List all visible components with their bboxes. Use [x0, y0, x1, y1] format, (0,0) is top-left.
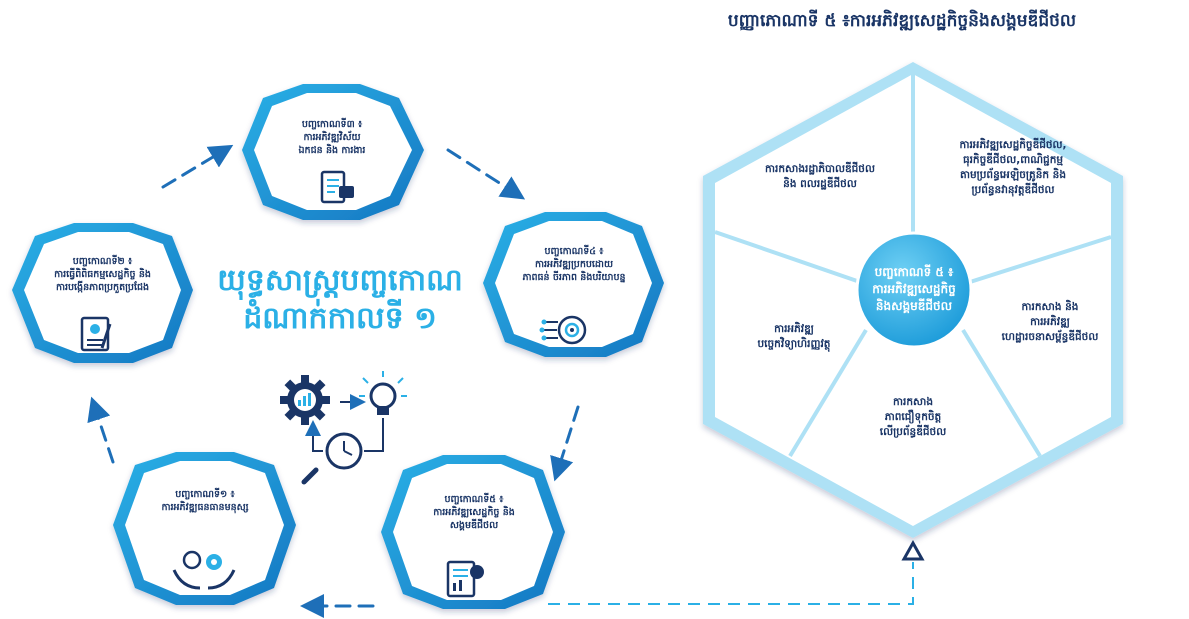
strategy-illustration [280, 371, 407, 485]
segment-line: លើប្រព័ន្ធឌីជីថល [879, 426, 947, 438]
triangle-marker [901, 539, 925, 561]
pillar-5-line: ការអភិវឌ្ឍសេដ្ឋកិច្ច និង [433, 507, 515, 518]
pillar5-segment-digital-government: ការកសាងរដ្ឋាភិបាលឌីជីថល និង ពលរដ្ឋឌីជីថល [745, 162, 895, 192]
connector-line [548, 562, 914, 605]
digital-report-icon [446, 560, 484, 598]
gear-chart-icon [280, 375, 330, 425]
target-network-icon [539, 315, 587, 345]
pillar-3-line: ការអភិវឌ្ឍវិស័យ [303, 132, 361, 143]
magnifier-icon [301, 467, 319, 485]
pillar-4-line: ភាពធន់ ចីរភាព និងបរិយាបន្ន [522, 272, 626, 283]
pillar5-segment-fintech: ការអភិវឌ្ឍ បច្ចេកវិទ្យាហិរញ្ញវត្ថុ [724, 322, 864, 352]
flow-arrows [87, 144, 580, 618]
hands-lightbulb-gear-icon [172, 550, 236, 590]
pillar-4-line: ការអភិវឌ្ឍប្រកបដោយ [534, 259, 614, 270]
pillar-2-label: បញ្ចកោណទី២ ៖ ការធ្វើពិពិធកម្មសេដ្ឋកិច្ច … [30, 255, 175, 294]
pillar-2-line: ការធ្វើពិពិធកម្មសេដ្ឋកិច្ច និង [54, 269, 151, 280]
segment-line: និង ពលរដ្ឋឌីជីថល [783, 178, 857, 190]
strategy-title: យុទ្ធសាស្ត្របញ្ចកោណ ដំណាក់កាលទី ១ [190, 262, 490, 338]
pillar-1-heading: បញ្ចកោណទី១ ៖ [175, 489, 235, 500]
pillar-1-line: ការអភិវឌ្ឍធនធានមនុស្ស [161, 502, 249, 513]
pillar-3-heading: បញ្ចកោណទី៣ ៖ [301, 119, 363, 130]
pillar5-center-line: និងសង្គមឌីជីថល [875, 299, 953, 313]
pillar5-center-label: បញ្ចកោណទី ៥ ៖ ការអភិវឌ្ឍសេដ្ឋកិច្ច និងសង… [857, 264, 971, 315]
segment-line: ធុរកិច្ចឌីជីថល,ពាណិជ្ជកម្ម [962, 154, 1064, 166]
lightbulb-icon [359, 371, 407, 415]
clock-icon [325, 432, 363, 470]
hexagon-pillar-1 [113, 452, 296, 605]
clipboard-briefcase-icon [320, 170, 354, 204]
hexagon-pillar-3 [242, 84, 424, 220]
pillar5-center-circle [855, 231, 973, 349]
segment-line: ការកសាងរដ្ឋាភិបាលឌីជីថល [765, 163, 875, 175]
pillar-5-label: បញ្ចកោណទី៥ ៖ ការអភិវឌ្ឍសេដ្ឋកិច្ច និង សង… [400, 493, 548, 532]
pillar5-segment-digital-trust: ការកសាង ភាពជឿទុកចិត្ត លើប្រព័ន្ធឌីជីថល [838, 395, 988, 440]
strategy-title-line2: ដំណាក់កាលទី ១ [243, 301, 437, 336]
segment-line: ការកសាង [893, 396, 933, 408]
hexagon-pillar-2 [12, 223, 193, 363]
pillar5-segment-digital-economy: ការអភិវឌ្ឍសេដ្ឋកិច្ចឌីជីថល, ធុរកិច្ចឌីជី… [918, 138, 1108, 198]
segment-line: ភាពជឿទុកចិត្ត [884, 411, 942, 423]
segment-line: ប្រព័ន្ធនវានុវត្តឌីជីថល [971, 184, 1055, 196]
segment-line: តាមប្រព័ន្ធអេឡិចត្រូនិក និង [959, 169, 1067, 181]
pillar-5-heading: បញ្ចកោណទី៥ ៖ [444, 494, 504, 505]
pillar-3-line: ឯកជន និង ការងារ [298, 145, 366, 156]
hexagon-pillar-5 [381, 455, 565, 609]
segment-line: ការអភិវឌ្ឍសេដ្ឋកិច្ចឌីជីថល, [959, 139, 1067, 151]
pillar-3-label: បញ្ចកោណទី៣ ៖ ការអភិវឌ្ឍវិស័យ ឯកជន និង កា… [262, 118, 402, 157]
pillar5-center-heading: បញ្ចកោណទី ៥ ៖ [874, 265, 954, 279]
segment-line: ការអភិវឌ្ឍ [1030, 316, 1070, 328]
pillar5-dividers [714, 74, 1112, 458]
segment-line: ការកសាង និង [1021, 301, 1079, 313]
pillar-1-label: បញ្ចកោណទី១ ៖ ការអភិវឌ្ឍធនធានមនុស្ស [135, 488, 275, 514]
segment-line: ហេដ្ឋារចនាសម្ព័ន្ធឌីជីថល [1001, 331, 1099, 343]
pillar5-segment-digital-infrastructure: ការកសាង និង ការអភិវឌ្ឍ ហេដ្ឋារចនាសម្ព័ន្… [985, 300, 1115, 345]
pillar-4-label: បញ្ចកោណទី៤ ៖ ការអភិវឌ្ឍប្រកបដោយ ភាពធន់ ច… [500, 245, 648, 284]
segment-line: ការអភិវឌ្ឍ [774, 323, 814, 335]
pillar-2-heading: បញ្ចកោណទី២ ៖ [72, 256, 133, 267]
pillar-5-line: សង្គមឌីជីថល [449, 520, 499, 531]
pillar5-title: បញ្ញាភោណាទី ៥ ៖ការអភិវឌ្ឍសេដ្ឋកិច្ចនិងសង… [727, 11, 1077, 31]
segment-line: បច្ចេកវិទ្យាហិរញ្ញវត្ថុ [757, 338, 831, 350]
strategy-title-line1: យុទ្ធសាស្ត្របញ្ចកោណ [217, 263, 463, 298]
pillar-4-heading: បញ្ចកោណទី៤ ៖ [544, 246, 604, 257]
pillar-2-line: ការបង្កើនភាពប្រកួតប្រជែង [55, 282, 150, 293]
award-document-icon [80, 316, 112, 352]
hexagon-pillar-4 [483, 212, 664, 357]
pillar5-center-line: ការអភិវឌ្ឍសេដ្ឋកិច្ច [872, 282, 956, 296]
